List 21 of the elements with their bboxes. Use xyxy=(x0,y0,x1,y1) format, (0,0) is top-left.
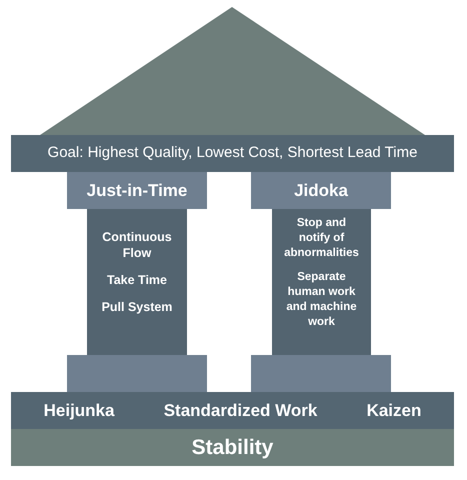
pillar-title: Just-in-Time xyxy=(86,180,188,202)
foundation-item: Standardized Work xyxy=(164,400,318,422)
pillar-capital xyxy=(67,172,207,209)
stability-base xyxy=(11,429,454,466)
pillar-shaft xyxy=(272,209,371,355)
pillar-base xyxy=(67,355,207,392)
pillar-title: Jidoka xyxy=(294,180,348,202)
foundation-bar xyxy=(11,392,454,429)
pillar-item: Pull System xyxy=(102,299,172,315)
pillar-item: Separate human work and machine work xyxy=(285,270,358,330)
goal-bar xyxy=(11,135,454,172)
pillar-base xyxy=(251,355,391,392)
pillar-item: Stop and notify of abnormalities xyxy=(283,216,360,261)
base-title: Stability xyxy=(192,434,274,461)
pillar-item: Continuous Flow xyxy=(101,229,173,261)
pillar-capital xyxy=(251,172,391,209)
pillar-shaft xyxy=(87,209,187,355)
pillar-item: Take Time xyxy=(107,272,167,288)
foundation-item: Kaizen xyxy=(366,400,422,422)
foundation-item: Heijunka xyxy=(44,400,114,422)
goal-text: Goal: Highest Quality, Lowest Cost, Shortest Lead Time xyxy=(48,143,418,164)
